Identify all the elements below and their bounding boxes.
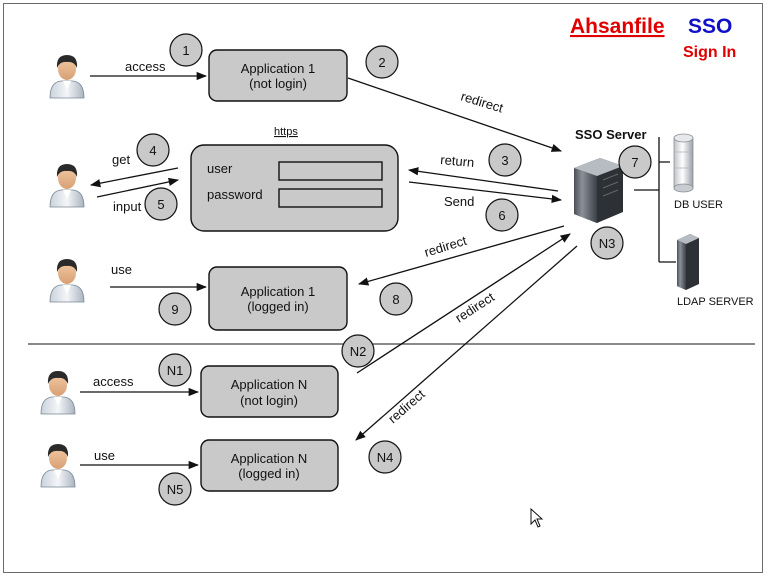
user-icon bbox=[40, 370, 76, 415]
step-circle bbox=[169, 33, 203, 67]
label-redirect-1: redirect bbox=[459, 89, 505, 116]
label-get: get bbox=[112, 152, 130, 167]
https-caption: https bbox=[274, 126, 298, 138]
label-use-1: use bbox=[111, 262, 132, 277]
label-use-n: use bbox=[94, 448, 115, 463]
step-number: N5 bbox=[167, 482, 184, 497]
app-box-line2: (not login) bbox=[249, 76, 307, 91]
user-field-label: user bbox=[207, 161, 233, 176]
arrow-redirect-1 bbox=[347, 77, 562, 152]
ldap-server-icon bbox=[677, 234, 699, 290]
label-access-1: access bbox=[125, 59, 166, 74]
step-circle bbox=[136, 133, 170, 167]
password-input[interactable] bbox=[278, 188, 383, 208]
server-icon bbox=[574, 158, 623, 223]
step-number: 8 bbox=[392, 292, 399, 307]
app-box-line1: Application 1 bbox=[241, 61, 315, 76]
step-circle bbox=[379, 282, 413, 316]
user-icon bbox=[49, 163, 85, 208]
login-form-box: user password bbox=[190, 144, 399, 232]
label-send: Send bbox=[444, 194, 474, 209]
diagram-frame bbox=[3, 3, 763, 573]
step-number: N4 bbox=[377, 450, 394, 465]
step-circle bbox=[365, 45, 399, 79]
user-icon bbox=[49, 258, 85, 303]
step-number: 1 bbox=[182, 43, 189, 58]
app-box-line2: (logged in) bbox=[247, 299, 308, 314]
app-box-line1: Application N bbox=[231, 451, 308, 466]
cursor-icon bbox=[530, 507, 544, 528]
appn-loggedin-box: Application N (logged in) bbox=[200, 439, 339, 492]
label-input: input bbox=[113, 199, 142, 214]
database-icon bbox=[673, 133, 694, 193]
app-box-line2: (not login) bbox=[240, 393, 298, 408]
arrow-redirect-2 bbox=[357, 225, 565, 286]
app-box-line1: Application N bbox=[231, 377, 308, 392]
arrow-get bbox=[89, 167, 179, 188]
arrow-return bbox=[407, 167, 559, 192]
user-icon bbox=[49, 54, 85, 99]
step-number: 5 bbox=[157, 197, 164, 212]
arrow-redirect-3 bbox=[356, 233, 571, 374]
step-number: 9 bbox=[171, 302, 178, 317]
title-sso: SSO bbox=[688, 15, 732, 38]
label-redirect-4: redirect bbox=[385, 386, 428, 426]
arrow-send bbox=[408, 181, 563, 204]
title-brand: Ahsanfile bbox=[570, 15, 665, 38]
label-redirect-2: redirect bbox=[422, 233, 468, 260]
app-box-line2: (logged in) bbox=[238, 466, 299, 481]
db-user-label: DB USER bbox=[674, 199, 723, 211]
server-connector bbox=[634, 137, 676, 263]
appn-notlogin-box: Application N (not login) bbox=[200, 365, 339, 418]
step-circle bbox=[368, 440, 402, 474]
step-number: N1 bbox=[167, 363, 184, 378]
step-circle bbox=[590, 226, 624, 260]
step-circle bbox=[618, 145, 652, 179]
step-number: 6 bbox=[498, 208, 505, 223]
step-circle bbox=[144, 187, 178, 221]
step-number: 2 bbox=[378, 55, 385, 70]
title-subtitle: Sign In bbox=[683, 44, 736, 61]
app1-notlogin-box: Application 1 (not login) bbox=[208, 49, 348, 102]
sso-server-label: SSO Server bbox=[575, 127, 647, 142]
ldap-server-label: LDAP SERVER bbox=[677, 296, 754, 308]
step-circle bbox=[485, 198, 519, 232]
step-number: 3 bbox=[501, 153, 508, 168]
step-circle bbox=[488, 143, 522, 177]
step-number: 7 bbox=[631, 155, 638, 170]
label-access-n: access bbox=[93, 374, 134, 389]
step-number: N3 bbox=[599, 236, 616, 251]
user-icon bbox=[40, 443, 76, 488]
step-circle bbox=[158, 353, 192, 387]
label-redirect-3: redirect bbox=[452, 289, 497, 325]
app1-loggedin-box: Application 1 (logged in) bbox=[208, 266, 348, 331]
step-circle bbox=[158, 292, 192, 326]
step-number: 4 bbox=[149, 143, 156, 158]
step-number: N2 bbox=[350, 344, 367, 359]
step-circle bbox=[341, 334, 375, 368]
user-input[interactable] bbox=[278, 161, 383, 181]
arrow-input bbox=[96, 177, 180, 198]
step-circle bbox=[158, 472, 192, 506]
app-box-line1: Application 1 bbox=[241, 284, 315, 299]
password-field-label: password bbox=[207, 187, 263, 202]
arrow-redirect-4 bbox=[355, 245, 578, 441]
label-return: return bbox=[440, 152, 475, 170]
